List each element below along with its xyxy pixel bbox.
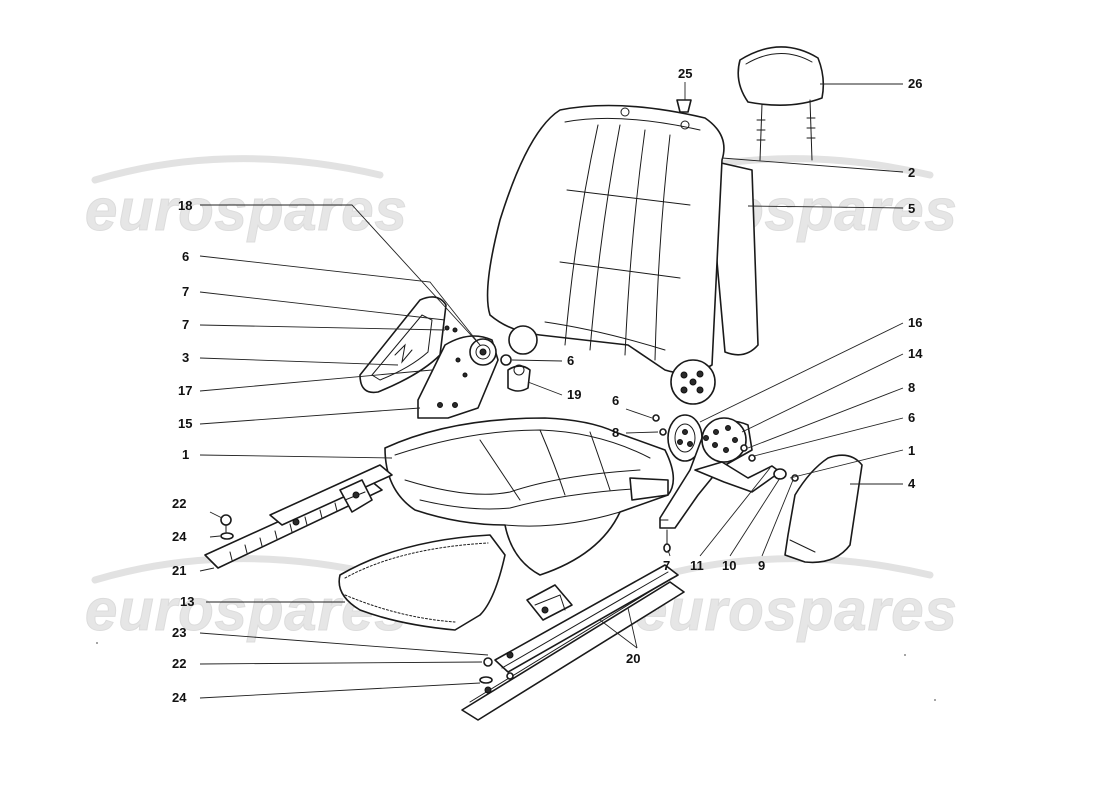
leader-line [200, 204, 481, 346]
callout-16: 16 [908, 315, 922, 330]
callout-6: 6 [182, 249, 189, 264]
headrest [737, 46, 825, 161]
leader-line [199, 632, 489, 656]
watermark-top-left: eurospares [85, 155, 408, 244]
callout-15: 15 [178, 416, 192, 431]
callout-4: 4 [908, 476, 916, 491]
leader-line [199, 567, 215, 572]
watermark-text: eurospares [635, 578, 958, 643]
callout-18: 18 [178, 198, 192, 213]
callout-17: 17 [178, 383, 192, 398]
callout-8: 8 [612, 425, 619, 440]
leader-line [199, 682, 481, 699]
leader-line [199, 324, 446, 331]
callout-23: 23 [172, 625, 186, 640]
left-side-cover [359, 296, 447, 394]
callout-6: 6 [567, 353, 574, 368]
callout-6: 6 [612, 393, 619, 408]
leader-line [199, 454, 393, 459]
callout-13: 13 [180, 594, 194, 609]
backrest-rear-panel [707, 159, 759, 356]
callout-1: 1 [182, 447, 189, 462]
leader-line [199, 357, 399, 366]
left-rail-bolt [220, 514, 234, 540]
callout-8: 8 [908, 380, 915, 395]
callout-10: 10 [722, 558, 736, 573]
callout-11: 11 [690, 558, 704, 573]
leader-line [625, 431, 659, 434]
callout-2: 2 [908, 165, 915, 180]
left-slide-rail [204, 464, 393, 569]
callout-9: 9 [758, 558, 765, 573]
callout-19: 19 [567, 387, 581, 402]
callout-7: 7 [182, 284, 189, 299]
right-rail-bolts [479, 657, 514, 684]
leader-line [789, 449, 904, 479]
leader-line [667, 549, 671, 557]
leader-line [199, 291, 446, 321]
right-hinge-bracket [659, 417, 781, 553]
leader-line [699, 322, 904, 423]
leader-line [199, 255, 481, 346]
leader-line [729, 477, 781, 557]
callout-1: 1 [908, 443, 915, 458]
callout-3: 3 [182, 350, 189, 365]
leader-line [747, 205, 904, 209]
callout-labels: 25 26 2 5 18 6 7 7 3 17 15 1 6 19 16 14 … [172, 66, 923, 705]
leader-line [741, 353, 904, 433]
seat-cushion [384, 417, 675, 576]
leader-line [209, 535, 221, 538]
callout-26: 26 [908, 76, 922, 91]
callout-7: 7 [182, 317, 189, 332]
callout-7: 7 [663, 558, 670, 573]
small-hardware [652, 414, 799, 482]
callout-6: 6 [908, 410, 915, 425]
leader-line [199, 661, 483, 665]
watermark-bottom-right: eurospares [635, 555, 958, 644]
leader-lines [199, 82, 904, 699]
callout-20: 20 [626, 651, 640, 666]
leader-line [699, 467, 771, 557]
leader-line [599, 619, 638, 649]
leader-line [625, 408, 653, 419]
leader-line [527, 381, 563, 396]
callout-5: 5 [908, 201, 915, 216]
callout-24: 24 [172, 690, 187, 705]
leader-line [761, 479, 794, 557]
callout-25: 25 [678, 66, 692, 81]
leader-line [199, 369, 433, 392]
right-side-cover [784, 454, 863, 564]
seat-base-pad [338, 534, 506, 631]
callout-21: 21 [172, 563, 186, 578]
right-slide-rail [461, 564, 685, 721]
leader-line [627, 607, 638, 649]
leader-line [753, 417, 904, 457]
backrest [486, 104, 725, 405]
callout-22: 22 [172, 656, 186, 671]
callout-22: 22 [172, 496, 186, 511]
callout-14: 14 [908, 346, 923, 361]
leader-line [721, 157, 904, 173]
watermark-text: eurospares [85, 178, 408, 243]
callout-24: 24 [172, 529, 187, 544]
right-hinge-disc [667, 414, 703, 462]
leader-line [747, 387, 904, 449]
leader-line [209, 511, 223, 519]
left-hinge-bracket [417, 325, 531, 419]
leader-line [199, 407, 421, 425]
leader-line [511, 359, 563, 362]
